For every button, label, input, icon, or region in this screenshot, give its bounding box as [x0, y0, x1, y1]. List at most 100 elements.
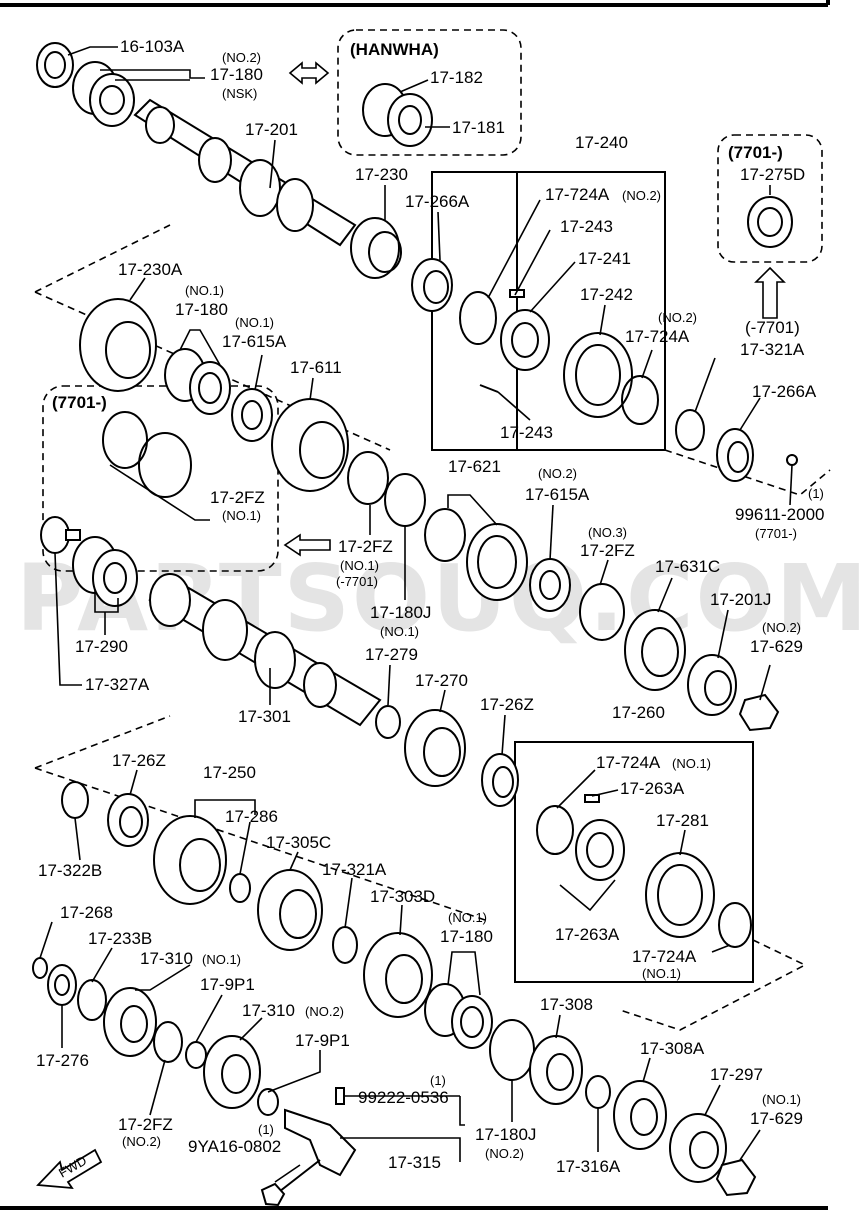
gear-17-303D-icon	[363, 932, 433, 1018]
label-17-629-no2: 17-629	[750, 637, 803, 656]
group-box-7701-top	[717, 134, 823, 263]
group-label-7701-left: (7701-)	[52, 393, 107, 412]
snap-ring-17-321A-top-icon	[675, 409, 705, 451]
nut-17-629-no2-icon	[738, 693, 780, 732]
ring-17-266A-right-icon	[716, 428, 754, 482]
label-17-181: 17-181	[452, 118, 505, 137]
svg-text:(NO.1): (NO.1)	[340, 558, 379, 573]
bearing-17-290-icon	[72, 536, 138, 607]
svg-text:(NO.2): (NO.2)	[658, 310, 697, 325]
ring-17-9P1-b-icon	[257, 1088, 279, 1116]
gear-17-250-icon	[153, 815, 227, 905]
sync-17-240-icon	[459, 289, 659, 425]
sync-17-621-icon	[424, 508, 528, 601]
label-17-621: 17-621	[448, 457, 501, 476]
bearing-17-201J-icon	[687, 654, 737, 716]
ring-17-2FZ-no1-b-icon	[138, 432, 192, 498]
nut-17-629-no1-icon	[715, 1158, 757, 1197]
label-17-321A-bot: 17-321A	[322, 860, 387, 879]
label-17-276: 17-276	[36, 1051, 89, 1070]
label-17-275D: 17-275D	[740, 165, 805, 184]
svg-text:(NO.1): (NO.1)	[235, 315, 274, 330]
label-17-182: 17-182	[430, 68, 483, 87]
label-17-241: 17-241	[578, 249, 631, 268]
svg-text:(7701-): (7701-)	[755, 526, 797, 541]
gear-17-308-icon	[529, 1035, 583, 1105]
group-label-hanwha: (HANWHA)	[350, 40, 439, 59]
label-17-266A-right: 17-266A	[752, 382, 817, 401]
bearing-17-615A-no2-icon	[529, 558, 571, 612]
washer-17-180J-icon	[384, 473, 426, 527]
label-17-305C: 17-305C	[266, 833, 331, 852]
gear-17-230A-icon	[79, 298, 157, 392]
bolt-9YA16-0802-icon	[260, 1159, 321, 1207]
labels: 16-103A (NO.2) 17-180 (NSK) (HANWHA) 17-…	[36, 37, 825, 1176]
snap-ring-17-321A-bot-icon	[332, 926, 358, 964]
ball-99611-icon	[786, 454, 798, 466]
ring-17-9P1-a-icon	[185, 1041, 207, 1069]
label-17-240: 17-240	[575, 133, 628, 152]
label-99222-0536: 99222-0536	[358, 1088, 449, 1107]
svg-text:(NO.2): (NO.2)	[622, 188, 661, 203]
ring-17-26Z-top-icon	[481, 753, 519, 807]
gear-17-305C-icon	[257, 869, 323, 951]
gear-17-308A-icon	[613, 1080, 667, 1150]
label-17-279: 17-279	[365, 645, 418, 664]
group-label-7701-top: (7701-)	[728, 143, 783, 162]
ring-17-26Z-left-icon	[107, 793, 149, 847]
up-arrow-icon	[754, 266, 786, 319]
bearing-hanwha-icon	[362, 83, 433, 147]
label-17-615A-no2: 17-615A	[525, 485, 590, 504]
label-17-2FZ-no2: 17-2FZ	[118, 1115, 173, 1134]
label-17-250: 17-250	[203, 763, 256, 782]
group-box-hanwha	[337, 29, 522, 156]
label-17-301: 17-301	[238, 707, 291, 726]
label-17-315: 17-315	[388, 1153, 441, 1172]
label-17-260: 17-260	[612, 703, 665, 722]
label-17-201J: 17-201J	[710, 590, 771, 609]
label-17-201: 17-201	[245, 120, 298, 139]
label-17-629-no1: 17-629	[750, 1109, 803, 1128]
leader-lines	[39, 46, 793, 1183]
svg-text:(1): (1)	[430, 1073, 446, 1088]
ring-17-233B-icon	[77, 979, 107, 1021]
label-17-243-bot: 17-243	[500, 423, 553, 442]
snap-ring-17-322B-icon	[61, 781, 89, 819]
label-17-724A-no1: 17-724A	[596, 753, 661, 772]
label-no2: (NO.2)	[222, 50, 261, 65]
label-17-2FZ-no1: 17-2FZ	[210, 488, 265, 507]
svg-text:(NO.1): (NO.1)	[448, 910, 487, 925]
label-17-724A-no2-b: 17-724A	[625, 327, 690, 346]
label-17-631C: 17-631C	[655, 557, 720, 576]
label-17-310-no2: 17-310	[242, 1001, 295, 1020]
label-17-26Z-left: 17-26Z	[112, 751, 166, 770]
label-17-180: 17-180	[210, 65, 263, 84]
label-17-303D: 17-303D	[370, 887, 435, 906]
label-16-103A: 16-103A	[120, 37, 185, 56]
double-arrow-icon	[288, 61, 330, 85]
svg-text:(NO.1): (NO.1)	[762, 1092, 801, 1107]
svg-text:(1): (1)	[258, 1122, 274, 1137]
svg-text:(NO.1): (NO.1)	[202, 952, 241, 967]
label-17-2FZ-mid: 17-2FZ	[338, 537, 393, 556]
shaft-17-301-icon	[148, 573, 382, 727]
label-99611-2000: 99611-2000	[735, 505, 825, 524]
fwd-arrow-icon: FWD	[36, 1148, 103, 1190]
left-arrow-icon	[283, 533, 331, 557]
svg-text:(NO.1): (NO.1)	[642, 966, 681, 981]
label-minus-7701: (-7701)	[745, 318, 800, 337]
gear-17-230-icon	[350, 217, 402, 279]
label-17-286: 17-286	[225, 807, 278, 826]
sync-17-260-icon	[536, 794, 752, 948]
label-17-724A-no2-top: 17-724A	[545, 185, 610, 204]
label-nsk: (NSK)	[222, 86, 257, 101]
label-17-615A: 17-615A	[222, 332, 287, 351]
ring-17-2FZ-no3-icon	[579, 583, 625, 641]
label-17-724A-no1-b: 17-724A	[632, 947, 697, 966]
group-box-17-260	[514, 741, 754, 983]
label-17-242: 17-242	[580, 285, 633, 304]
label-17-26Z-top: 17-26Z	[480, 695, 534, 714]
bearing-17-180-bot-icon	[424, 983, 493, 1049]
label-17-263A-bot: 17-263A	[555, 925, 620, 944]
